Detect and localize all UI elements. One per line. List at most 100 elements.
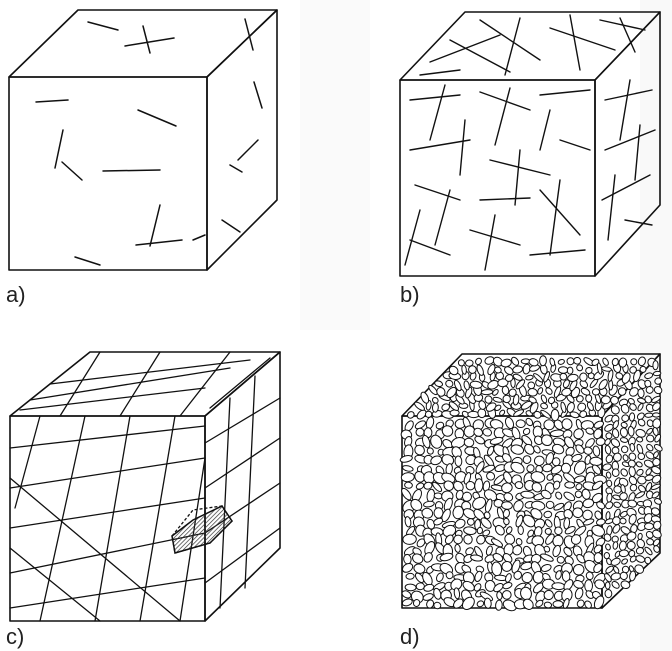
grain xyxy=(421,434,431,449)
grain xyxy=(652,457,661,467)
grain xyxy=(503,492,514,502)
grain xyxy=(455,552,466,564)
grain xyxy=(528,396,537,404)
grain xyxy=(589,456,603,467)
panel-c-label: c) xyxy=(6,624,25,649)
grain xyxy=(605,432,613,440)
grain xyxy=(511,559,521,574)
grain xyxy=(529,401,539,414)
grain xyxy=(445,571,454,580)
grain xyxy=(446,386,457,399)
grain xyxy=(573,356,582,365)
grain xyxy=(503,471,513,484)
grain xyxy=(525,417,534,427)
grain xyxy=(454,455,463,467)
grain xyxy=(533,518,546,530)
grain xyxy=(636,436,644,443)
grain xyxy=(474,478,484,493)
grain xyxy=(530,471,546,483)
grain xyxy=(463,380,470,391)
grain xyxy=(560,462,572,474)
grain xyxy=(604,581,611,590)
grain xyxy=(493,583,504,593)
grain xyxy=(645,451,655,460)
grain xyxy=(550,408,560,422)
grain xyxy=(485,402,497,412)
grain xyxy=(628,513,637,525)
grain xyxy=(591,358,600,366)
grain xyxy=(537,387,544,395)
grain xyxy=(591,480,604,491)
grain xyxy=(504,533,516,545)
grain xyxy=(502,590,512,600)
panel-a-cube xyxy=(0,0,300,285)
grain xyxy=(512,544,523,556)
grain xyxy=(582,518,595,526)
grain xyxy=(620,468,628,477)
grain xyxy=(611,357,619,367)
grain xyxy=(585,590,595,599)
grain xyxy=(457,359,465,367)
grain xyxy=(567,373,579,382)
grain xyxy=(415,482,425,490)
grain xyxy=(435,421,445,430)
grain xyxy=(628,466,636,477)
grain xyxy=(593,544,603,554)
grain xyxy=(653,451,659,459)
grain xyxy=(469,380,483,389)
grain xyxy=(652,529,662,539)
grain xyxy=(517,525,524,535)
grain xyxy=(593,552,603,564)
grain xyxy=(414,572,425,583)
grain xyxy=(563,509,573,520)
grain xyxy=(612,452,622,462)
grain xyxy=(421,507,434,519)
grain xyxy=(555,491,563,500)
grain xyxy=(653,520,662,530)
grain xyxy=(635,491,646,499)
grain xyxy=(606,492,613,503)
grain xyxy=(502,553,513,563)
grain xyxy=(604,438,611,446)
grain xyxy=(620,421,628,429)
grain xyxy=(612,524,621,534)
grain xyxy=(577,402,587,412)
grain xyxy=(486,445,495,456)
grain xyxy=(504,374,514,382)
grain xyxy=(461,410,469,418)
grain xyxy=(619,437,629,443)
grain xyxy=(483,511,491,520)
grain xyxy=(401,598,413,607)
grain xyxy=(591,524,605,537)
grain xyxy=(500,358,512,368)
grain xyxy=(564,526,576,535)
grain xyxy=(570,534,582,545)
grain xyxy=(644,474,654,481)
grain xyxy=(637,388,645,399)
grain xyxy=(637,356,646,367)
grain xyxy=(528,358,539,367)
grain xyxy=(533,373,544,383)
grain xyxy=(504,416,515,430)
grain xyxy=(513,570,522,580)
grain xyxy=(643,459,654,468)
grain xyxy=(441,508,451,523)
grain xyxy=(476,600,485,608)
grain xyxy=(620,580,631,590)
grain xyxy=(628,412,636,422)
grain xyxy=(477,408,487,419)
grain xyxy=(652,402,661,412)
grain xyxy=(610,557,621,566)
panel-b-label: b) xyxy=(400,282,420,307)
grain xyxy=(574,587,584,600)
grain xyxy=(586,401,594,412)
grain xyxy=(531,482,543,493)
grain xyxy=(592,445,601,457)
grain xyxy=(603,533,612,542)
grain xyxy=(502,400,512,410)
panel-d-cube xyxy=(390,338,672,628)
grain xyxy=(482,529,491,537)
grain xyxy=(619,517,627,525)
grain xyxy=(491,561,503,577)
grain xyxy=(520,490,535,499)
